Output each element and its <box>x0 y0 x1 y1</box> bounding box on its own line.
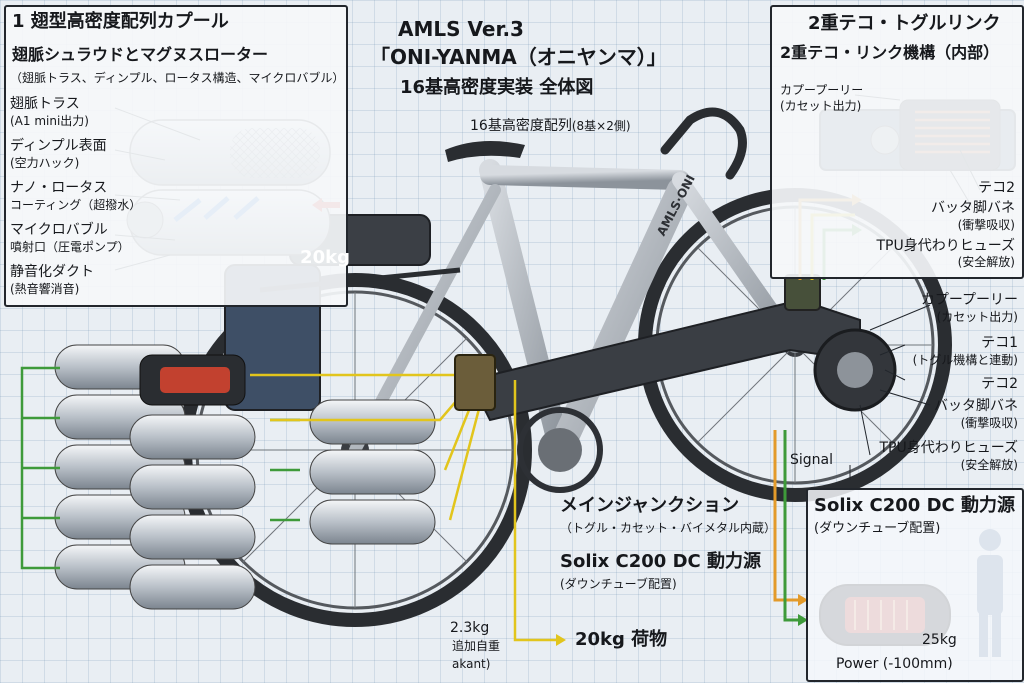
rm-label-fuse: TPU身代わりヒューズ <box>879 440 1018 456</box>
rm-label-pulley: カプープーリー <box>920 292 1018 308</box>
label-lotus: ナノ・ロータス <box>10 180 108 196</box>
junction-title: メインジャンクション <box>560 495 740 516</box>
power-weight: 25kg <box>922 632 957 648</box>
label-vein-truss-sub: (A1 mini出力) <box>10 114 89 128</box>
lever-heading1: 2重テコ・トグルリンク <box>808 13 1001 34</box>
title-line1: AMLS Ver.3 <box>398 17 524 41</box>
panel-lever-detail <box>770 5 1024 279</box>
label-dimple: ディンプル表面 <box>10 138 107 154</box>
rotor-array-left <box>54 344 256 610</box>
rotor-subheading: 翅脈シュラウドとマグヌスローター <box>12 45 269 64</box>
power-title-center: Solix C200 DC 動力源 <box>560 551 762 572</box>
rm-label-fuse-sub: (安全解放) <box>960 458 1018 472</box>
label-lotus-sub: コーティング（超撥水） <box>10 198 142 212</box>
rotor-array-right <box>309 399 436 545</box>
array-label-main: 16基高密度配列 <box>470 118 572 134</box>
tr-label-lever2: テコ2 <box>978 180 1015 196</box>
weight-extra: akant) <box>452 657 491 671</box>
rm-label-spring-sub: (衝撃吸収) <box>960 416 1018 430</box>
tr-label-fuse-sub: (安全解放) <box>957 255 1015 269</box>
power-size: Power (-100mm) <box>836 656 953 672</box>
rm-label-spring: バッタ脚バネ <box>934 398 1018 414</box>
weight-value: 2.3kg <box>450 620 490 636</box>
tr-label-spring: バッタ脚バネ <box>931 200 1015 216</box>
power-note: (ダウンチューブ配置) <box>814 521 941 536</box>
panel-power-source <box>806 488 1024 682</box>
rotor-subnote: （翅脈トラス、ディンプル、ロータス構造、マイクロバブル） <box>10 71 345 85</box>
tr-label-fuse: TPU身代わりヒューズ <box>876 238 1015 254</box>
tr-label-spring-sub: (衝撃吸収) <box>957 218 1015 232</box>
junction-note: （トグル・カセット・バイメタル内蔵） <box>560 521 777 535</box>
label-dimple-sub: (空力ハック) <box>10 156 80 170</box>
rotor-heading: 1 翅型高密度配列カプール <box>12 11 229 32</box>
title-line2: 「ONI-YANMA（オニヤンマ）」 <box>370 45 667 69</box>
secondary-junction-box <box>784 274 821 311</box>
tr-label-pulley-sub: (カセット出力) <box>780 99 862 113</box>
weight-label: 追加自重 <box>452 639 501 653</box>
title-line3: 16基高密度実装 全体図 <box>400 77 594 98</box>
chainring <box>517 407 603 493</box>
label-duct-sub: (熱音響消音) <box>10 282 80 296</box>
array-label-note: (8基×2側) <box>571 119 631 133</box>
power-title: Solix C200 DC 動力源 <box>814 495 1016 516</box>
rm-label-lever1-sub: (トグル機構と連動) <box>912 353 1018 367</box>
rm-label-lever2: テコ2 <box>981 376 1018 392</box>
array-label: 16基高密度配列(8基×2側) <box>470 118 631 134</box>
main-junction-box <box>454 354 496 411</box>
handlebar <box>660 107 747 180</box>
label-microbubble-sub: 噴射口（圧電ポンプ） <box>10 240 130 254</box>
signal-label: Signal <box>790 452 834 468</box>
rm-label-lever1: テコ1 <box>981 335 1018 351</box>
label-microbubble: マイクロバブル <box>10 222 108 238</box>
cargo-label: 20kg 荷物 <box>575 629 668 650</box>
rm-label-pulley-sub: (カセット出力) <box>936 310 1018 324</box>
tr-label-pulley: カプープーリー <box>780 83 864 97</box>
lever-heading2: 2重テコ・リンク機構（内部） <box>780 43 1000 62</box>
saddle <box>445 141 525 162</box>
panel-rotor-detail <box>4 5 348 307</box>
power-note-center: (ダウンチューブ配置) <box>560 577 677 591</box>
bag-weight: 20kg <box>300 247 350 268</box>
label-vein-truss: 翅脈トラス <box>10 96 80 112</box>
label-duct: 静音化ダクト <box>10 264 94 280</box>
